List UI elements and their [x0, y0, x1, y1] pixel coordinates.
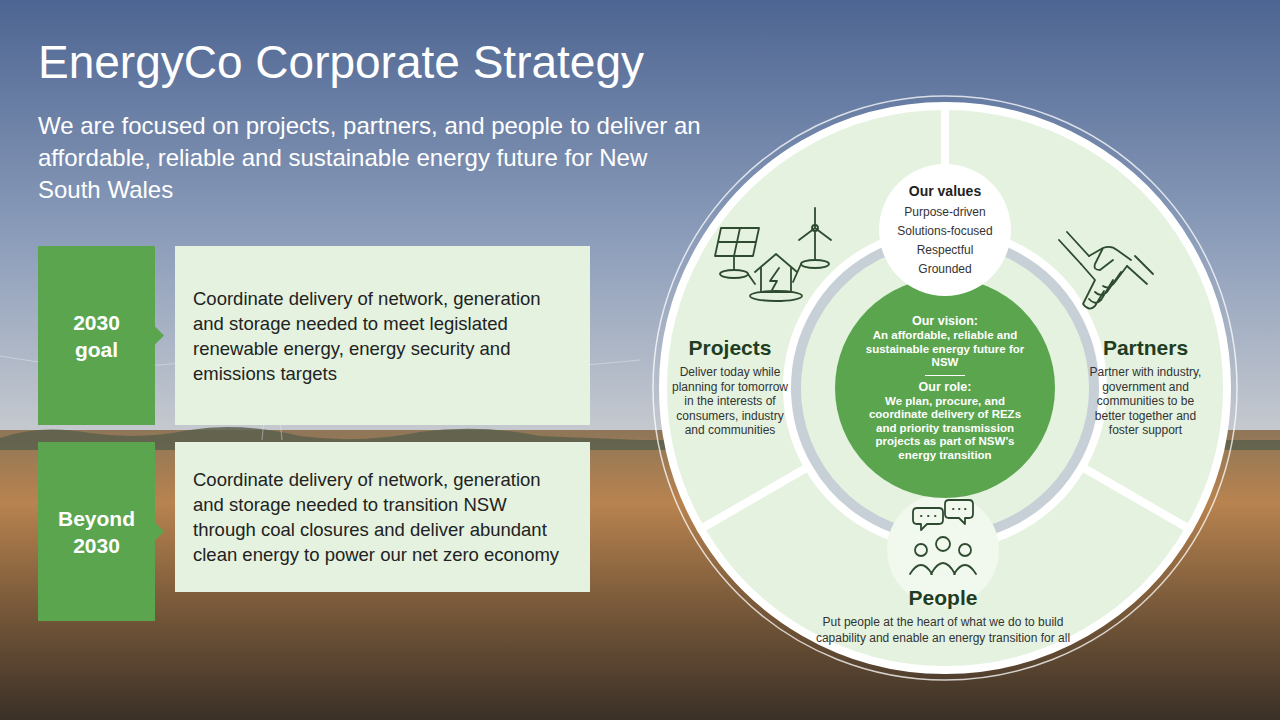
goal-text: Coordinate delivery of network, generati…: [193, 286, 572, 386]
lower-hand: [1081, 264, 1127, 309]
goal-tab: Beyond 2030: [38, 442, 155, 621]
segment-text: ProjectsDeliver today while planning for…: [670, 334, 790, 438]
vision-heading: Our vision:: [859, 314, 1031, 329]
vision-circle: Our vision:An affordable, reliable and s…: [835, 278, 1055, 498]
goal-label: 2030 goal: [56, 309, 138, 363]
outer-ring: [653, 96, 1237, 680]
values-fill: [879, 164, 1011, 296]
goal-description: Coordinate delivery of network, generati…: [193, 467, 572, 567]
pillar-description: Put people at the heart of what we do to…: [808, 615, 1078, 646]
projects-icon: [715, 208, 831, 301]
tab-shape: [38, 246, 155, 425]
pillar-heading: Projects: [670, 334, 790, 361]
speech-dots: [921, 509, 966, 516]
title: EnergyCo Corporate Strategy: [38, 34, 938, 90]
vision-text: Our vision:An affordable, reliable and s…: [859, 314, 1031, 462]
pillar-description: Deliver today while planning for tomorro…: [670, 365, 790, 438]
goal-box: Coordinate delivery of network, generati…: [175, 442, 590, 592]
vision-heading: Our role:: [859, 380, 1031, 395]
pillar-heading: People: [808, 584, 1078, 611]
turbine-base: [801, 260, 829, 268]
tab-fill: [38, 246, 164, 425]
solar-stem: [733, 256, 735, 270]
left-arm: [1059, 232, 1089, 264]
wheel-ground: [663, 106, 1227, 670]
values-circle: Our valuesPurpose-drivenSolutions-focuse…: [879, 164, 1011, 296]
segment-text: PartnersPartner with industry, governmen…: [1083, 334, 1208, 438]
value-item: Purpose-driven: [897, 203, 992, 222]
value-item: Respectful: [897, 241, 992, 260]
turbine: [799, 208, 831, 260]
goal-description: Coordinate delivery of network, generati…: [193, 286, 572, 386]
turbine-hub: [812, 225, 818, 231]
pillar-description: Partner with industry, government and co…: [1083, 365, 1208, 438]
head: [959, 544, 971, 556]
subtitle: We are focused on projects, partners, an…: [38, 110, 708, 206]
segment-text: PeoplePut people at the heart of what we…: [808, 584, 1078, 646]
values-heading: Our values: [897, 182, 992, 201]
upper-hand: [1089, 247, 1131, 270]
goal-tab: 2030 goal: [38, 246, 155, 425]
pillar-heading: Partners: [1083, 334, 1208, 361]
goal-box: Coordinate delivery of network, generati…: [175, 246, 590, 425]
speech-bubble: [945, 500, 973, 524]
shoulders: [910, 563, 976, 574]
solar-panel: [715, 228, 759, 256]
value-item: Grounded: [897, 260, 992, 279]
speech-bubble: [913, 508, 943, 530]
title-block: EnergyCo Corporate Strategy: [38, 34, 938, 90]
vision-fill: [835, 278, 1055, 498]
value-item: Solutions-focused: [897, 222, 992, 241]
house-base: [750, 291, 802, 301]
head: [915, 544, 927, 556]
vision-body: We plan, procure, and coordinate deliver…: [859, 395, 1031, 463]
connections: [748, 264, 801, 284]
people-icon: [910, 500, 976, 574]
field: [0, 430, 1280, 720]
values-text: Our valuesPurpose-drivenSolutions-focuse…: [897, 182, 992, 279]
handshake-icon: [1059, 232, 1153, 309]
goal-text: Coordinate delivery of network, generati…: [193, 467, 572, 567]
subtitle-block: We are focused on projects, partners, an…: [38, 110, 708, 206]
segment-fill: [701, 467, 1189, 670]
head: [936, 537, 950, 551]
tab-fill: [38, 442, 164, 621]
goal-label: Beyond 2030: [56, 505, 138, 559]
tab-shape: [38, 442, 155, 621]
solar-base: [720, 270, 748, 278]
house: [755, 254, 797, 292]
lightning: [770, 268, 779, 290]
vision-body: An affordable, reliable and sustainable …: [859, 329, 1031, 370]
divider: [925, 375, 965, 376]
